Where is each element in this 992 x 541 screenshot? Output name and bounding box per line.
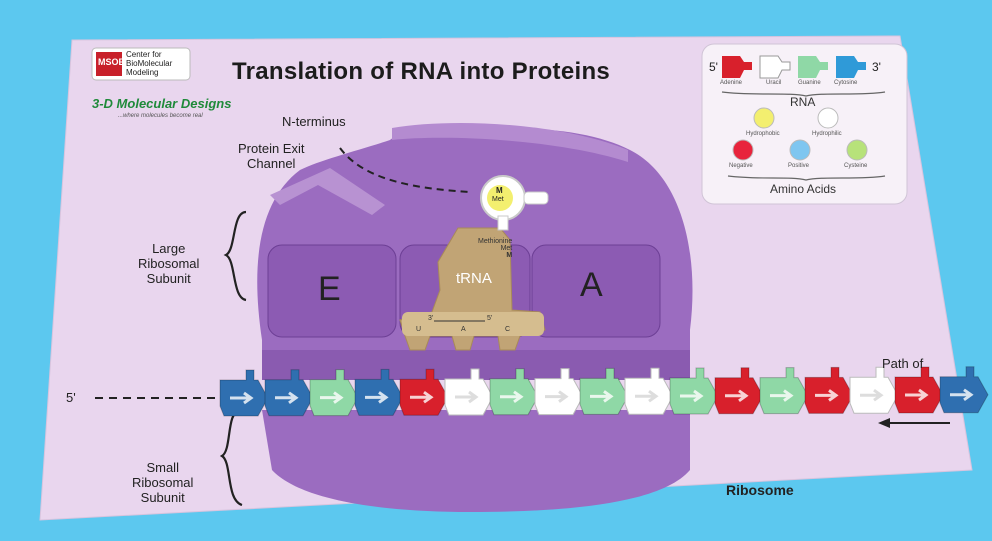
small-ribosomal-subunit bbox=[262, 410, 690, 512]
brand-tagline: ...where molecules become real bbox=[118, 113, 203, 119]
protein-exit-channel bbox=[270, 168, 385, 215]
msoe-logo-mark bbox=[96, 52, 122, 76]
n-terminus-label: N-terminus bbox=[282, 114, 346, 129]
nucleotide-arrow bbox=[410, 390, 434, 404]
legend-aa-negative: Negative bbox=[729, 163, 753, 169]
legend-positive bbox=[789, 139, 811, 161]
nucleotide-arrow bbox=[860, 388, 884, 402]
methionine-connector bbox=[523, 191, 549, 205]
legend-aa-hydrophobic: Hydrophobic bbox=[746, 131, 780, 137]
legend-base-cytosine: Cytosine bbox=[834, 80, 858, 86]
a-site-box bbox=[531, 244, 661, 338]
legend-base-uracil: Uracil bbox=[766, 80, 782, 86]
legend-rna-brace bbox=[721, 91, 886, 97]
brand-logo: 3-D Molecular Designs bbox=[92, 96, 232, 111]
trna-label: tRNA bbox=[456, 270, 492, 287]
nucleotide-arrow bbox=[950, 388, 974, 402]
legend-aa-shapes bbox=[732, 107, 868, 161]
methionine-core bbox=[487, 185, 513, 211]
mrna-strand bbox=[219, 366, 989, 417]
anticodon-3: C bbox=[505, 326, 511, 333]
nucleotide-arrow bbox=[365, 391, 389, 404]
nucleotide-arrow bbox=[590, 390, 614, 403]
small-subunit-bracket bbox=[219, 408, 243, 507]
legend-adenine bbox=[722, 56, 752, 78]
trna-3prime: 3' bbox=[428, 315, 434, 322]
legend-cytosine bbox=[836, 56, 866, 78]
nucleotide-arrow bbox=[680, 389, 704, 403]
page-title: Translation of RNA into Proteins bbox=[232, 58, 611, 85]
e-site-box bbox=[267, 244, 397, 338]
legend-aa-brace bbox=[727, 175, 886, 181]
nucleotide-arrow bbox=[815, 389, 839, 402]
legend-base-adenine: Adenine bbox=[720, 80, 743, 86]
legend-bases bbox=[722, 55, 866, 79]
aa-ball-abbr: Met bbox=[492, 196, 504, 203]
trna-5prime: 5' bbox=[487, 315, 493, 322]
msoe-logo-text: MSOE bbox=[98, 57, 125, 67]
legend-aa-title: Amino Acids bbox=[770, 182, 837, 196]
methionine-stem bbox=[497, 215, 509, 231]
nucleotide-arrow bbox=[230, 391, 254, 405]
mrna-5prime-label: 5' bbox=[66, 390, 76, 405]
legend-negative bbox=[732, 139, 754, 161]
path-label: Path of bbox=[882, 356, 924, 371]
legend-rna-title: RNA bbox=[790, 95, 816, 109]
nucleotide-arrow bbox=[725, 389, 749, 403]
legend-aa-hydrophilic: Hydrophilic bbox=[812, 131, 842, 137]
trna-anticodon-band bbox=[402, 312, 544, 336]
legend-three-prime: 3' bbox=[872, 60, 881, 74]
anticodon-1: U bbox=[416, 326, 422, 333]
legend-hydrophilic bbox=[817, 107, 839, 129]
nucleotide-arrow bbox=[545, 390, 569, 403]
nucleotide-arrow bbox=[905, 388, 929, 402]
nucleotide-arrow bbox=[455, 390, 479, 404]
legend-five-prime: 5' bbox=[709, 60, 718, 74]
ribosome-label: Ribosome bbox=[726, 482, 794, 498]
legend-cysteine bbox=[846, 139, 868, 161]
e-site-label: E bbox=[318, 270, 341, 308]
anticodon-2: A bbox=[461, 326, 466, 333]
legend-guanine bbox=[798, 56, 828, 78]
legend-uracil bbox=[759, 55, 791, 79]
a-site-label: A bbox=[580, 266, 603, 304]
large-subunit-top-ridge bbox=[392, 123, 628, 162]
nucleotide-arrow bbox=[635, 389, 659, 403]
direction-arrow-head bbox=[878, 418, 890, 428]
nucleotide-arrow bbox=[770, 389, 794, 402]
legend-aa-positive: Positive bbox=[788, 163, 810, 169]
nucleotide-arrow bbox=[275, 391, 299, 405]
nucleotide-arrow bbox=[320, 391, 344, 404]
legend-aa-cysteine: Cysteine bbox=[844, 163, 868, 169]
aa-ball-letter: M bbox=[496, 186, 503, 195]
nucleotide-arrow bbox=[500, 390, 524, 404]
legend-base-guanine: Guanine bbox=[798, 80, 821, 86]
legend-hydrophobic bbox=[753, 107, 775, 129]
large-subunit-bracket bbox=[223, 210, 247, 302]
legend-panel bbox=[701, 43, 908, 205]
